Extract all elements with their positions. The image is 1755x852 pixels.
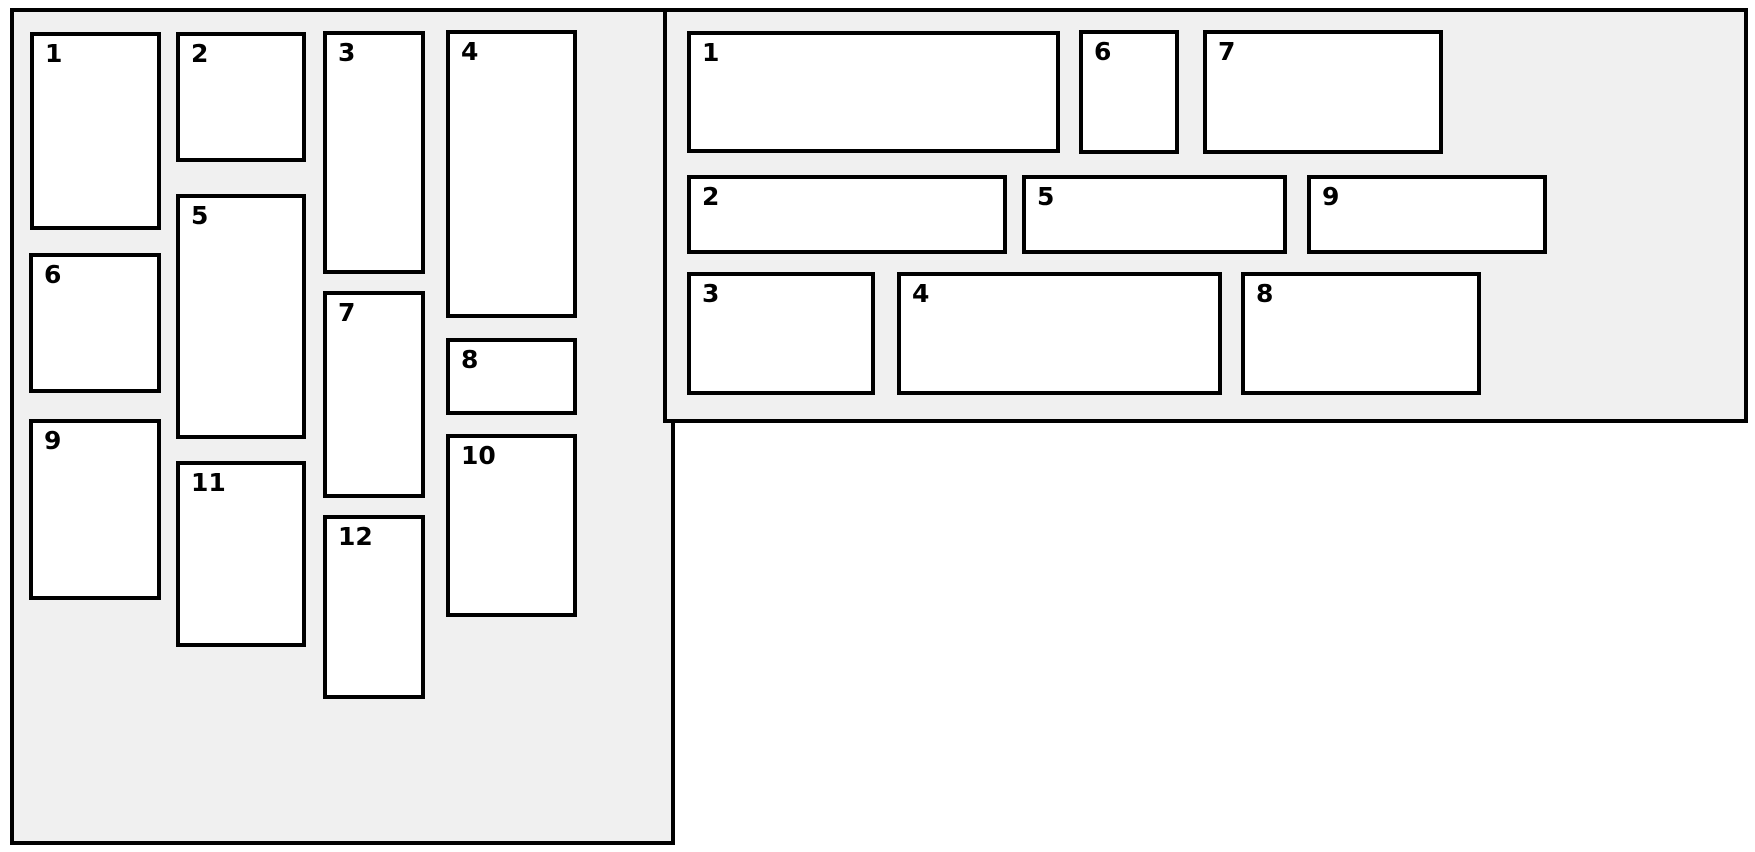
box-label: 4 — [461, 37, 479, 66]
box-label: 2 — [702, 182, 720, 211]
box-label: 6 — [44, 260, 62, 289]
box-left-panel-10[interactable]: 10 — [446, 434, 577, 617]
box-label: 7 — [338, 298, 356, 327]
box-label: 5 — [1037, 182, 1055, 211]
box-left-panel-7[interactable]: 7 — [323, 291, 425, 498]
box-left-panel-8[interactable]: 8 — [446, 338, 577, 415]
box-label: 9 — [1322, 182, 1340, 211]
box-right-panel-4[interactable]: 4 — [897, 272, 1222, 395]
box-right-panel-2[interactable]: 2 — [687, 175, 1007, 254]
box-left-panel-12[interactable]: 12 — [323, 515, 425, 699]
box-left-panel-6[interactable]: 6 — [29, 253, 161, 393]
box-label: 12 — [338, 522, 373, 551]
box-left-panel-4[interactable]: 4 — [446, 30, 577, 318]
box-label: 8 — [1256, 279, 1274, 308]
box-right-panel-5[interactable]: 5 — [1022, 175, 1287, 254]
box-label: 7 — [1218, 37, 1236, 66]
box-label: 8 — [461, 345, 479, 374]
box-right-panel-9[interactable]: 9 — [1307, 175, 1547, 254]
box-right-panel-6[interactable]: 6 — [1079, 30, 1179, 154]
box-right-panel-1[interactable]: 1 — [687, 31, 1060, 153]
box-label: 4 — [912, 279, 930, 308]
box-left-panel-1[interactable]: 1 — [30, 32, 161, 230]
box-left-panel-2[interactable]: 2 — [176, 32, 306, 162]
box-label: 3 — [702, 279, 720, 308]
box-right-panel-8[interactable]: 8 — [1241, 272, 1481, 395]
box-label: 5 — [191, 201, 209, 230]
box-right-panel-3[interactable]: 3 — [687, 272, 875, 395]
box-label: 9 — [44, 426, 62, 455]
box-left-panel-5[interactable]: 5 — [176, 194, 306, 439]
box-right-panel-7[interactable]: 7 — [1203, 30, 1443, 154]
box-label: 1 — [702, 38, 720, 67]
box-label: 1 — [45, 39, 63, 68]
box-left-panel-9[interactable]: 9 — [29, 419, 161, 600]
box-label: 2 — [191, 39, 209, 68]
box-left-panel-11[interactable]: 11 — [176, 461, 306, 647]
box-label: 3 — [338, 38, 356, 67]
box-label: 6 — [1094, 37, 1112, 66]
box-label: 11 — [191, 468, 226, 497]
box-left-panel-3[interactable]: 3 — [323, 31, 425, 274]
box-label: 10 — [461, 441, 496, 470]
